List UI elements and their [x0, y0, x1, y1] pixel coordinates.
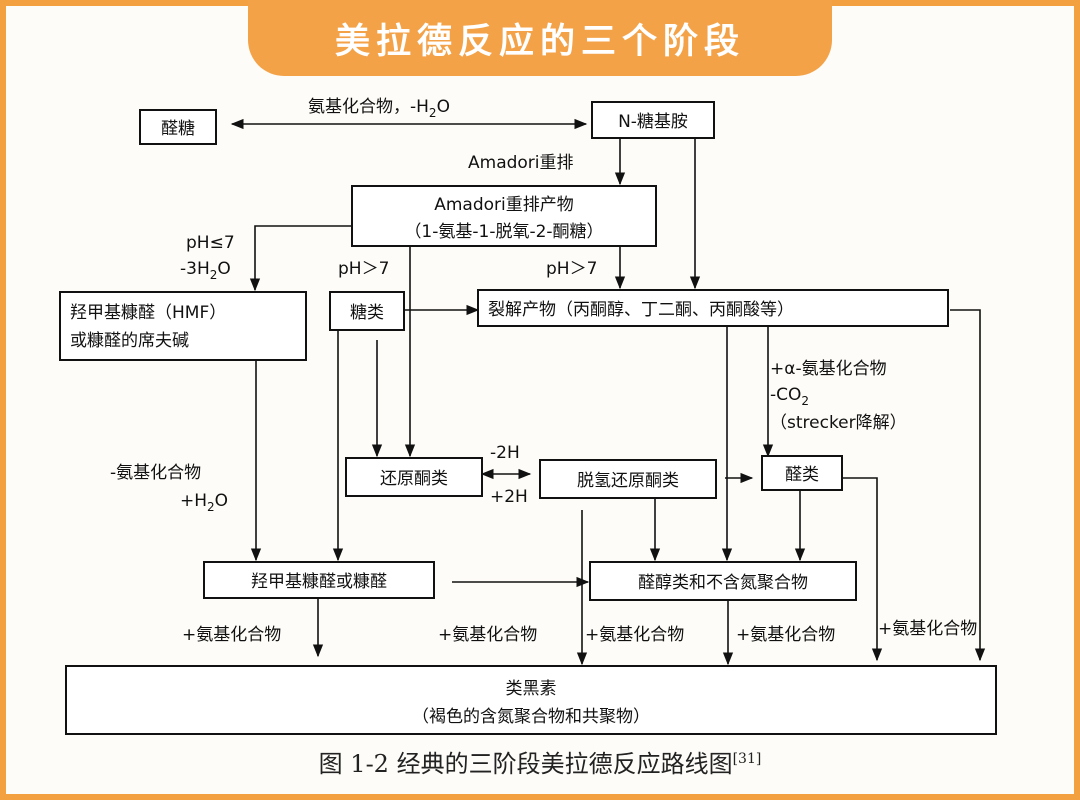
label-plus-amino-5: +氨基化合物	[878, 619, 977, 639]
label-plus-amino-3: +氨基化合物	[585, 625, 684, 645]
node-n-glycosylamine-label: N-糖基胺	[618, 112, 688, 132]
edge-aldehydes-melanoidins	[842, 477, 883, 662]
node-aldols-label: 醛醇类和不含氮聚合物	[638, 573, 808, 593]
label-strecker: （strecker降解）	[770, 413, 907, 433]
edge-amadori-hmf	[249, 225, 352, 292]
label-ph-gt7-a: pH＞7	[338, 259, 389, 279]
node-aldehydes-label: 醛类	[785, 465, 819, 485]
node-melanoidins-line2: （褐色的含氮聚合物和共聚物）	[412, 707, 650, 727]
label-alpha-amino: +α-氨基化合物	[770, 359, 887, 379]
page-title: 美拉德反应的三个阶段	[334, 21, 745, 62]
node-amadori-product-line2: （1-氨基-1-脱氧-2-酮糖）	[404, 222, 603, 242]
node-aldose-label: 醛糖	[161, 119, 195, 139]
edges	[230, 118, 986, 666]
label-ph-le7: pH≤7	[186, 233, 235, 253]
label-minus-3h2o: -3H2O	[180, 259, 231, 282]
node-dehydroreductones-label: 脱氢还原酮类	[577, 471, 679, 491]
node-hmf-schiff-base: 羟甲基糠醛（HMF） 或糠醛的席夫碱	[59, 291, 307, 361]
node-reductones-label: 还原酮类	[380, 469, 448, 489]
title-banner: 美拉德反应的三个阶段	[248, 0, 832, 76]
node-hmf-furfural-label: 羟甲基糠醛或糠醛	[251, 571, 387, 592]
label-amino-h2o: 氨基化合物，-H2O	[308, 97, 450, 120]
node-sugars: 糖类	[329, 291, 405, 331]
label-plus-amino-2: +氨基化合物	[438, 625, 537, 645]
figure-caption: 图 1-2 经典的三阶段美拉德反应路线图[31]	[0, 744, 1080, 779]
label-plus-amino-4: +氨基化合物	[736, 625, 835, 645]
node-reductones: 还原酮类	[345, 457, 483, 497]
label-plus-2h: +2H	[490, 487, 528, 507]
figure-caption-text: 图 1-2 经典的三阶段美拉德反应路线图	[318, 750, 733, 778]
node-hmf-line1: 羟甲基糠醛（HMF）	[70, 302, 226, 323]
label-plus-amino-1: +氨基化合物	[182, 625, 281, 645]
node-aldose: 醛糖	[139, 109, 217, 145]
node-amadori-product-line1: Amadori重排产物	[434, 195, 574, 215]
node-hmf-line2: 或糠醛的席夫碱	[70, 330, 189, 351]
node-sugars-label: 糖类	[350, 303, 384, 323]
label-plus-h2o: +H2O	[180, 491, 228, 514]
edge-fission-melanoidins	[950, 309, 986, 662]
label-co2: -CO2	[770, 385, 809, 408]
label-ph-gt7-b: pH＞7	[546, 259, 597, 279]
node-melanoidins-line1: 类黑素	[506, 679, 557, 699]
figure-caption-ref: [31]	[732, 751, 762, 767]
node-dehydroreductones: 脱氢还原酮类	[539, 459, 717, 499]
node-aldols: 醛醇类和不含氮聚合物	[589, 561, 857, 601]
node-n-glycosylamine: N-糖基胺	[591, 101, 715, 139]
label-amadori-rearrangement: Amadori重排	[468, 153, 574, 173]
label-minus-amino: -氨基化合物	[110, 463, 201, 483]
node-aldehydes: 醛类	[761, 455, 843, 491]
node-hmf-furfural: 羟甲基糠醛或糠醛	[203, 561, 435, 599]
node-melanoidins: 类黑素 （褐色的含氮聚合物和共聚物）	[65, 665, 997, 735]
node-fission-products-label: 裂解产物（丙酮醇、丁二酮、丙酮酸等）	[488, 300, 794, 320]
node-fission-products: 裂解产物（丙酮醇、丁二酮、丙酮酸等）	[477, 289, 949, 327]
label-minus-2h: -2H	[490, 443, 520, 463]
node-amadori-product: Amadori重排产物 （1-氨基-1-脱氧-2-酮糖）	[351, 185, 657, 247]
